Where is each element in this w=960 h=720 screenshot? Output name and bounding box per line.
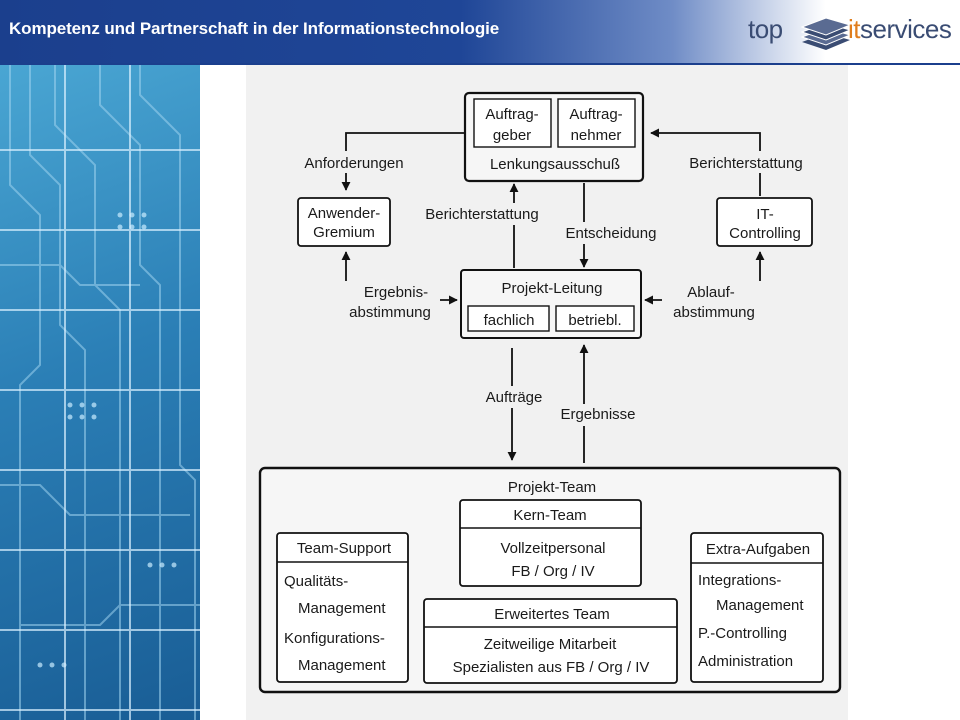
logo-text-top: top [748,14,783,44]
team-support-item3: Konfigurations- [284,630,385,647]
extra-tasks-box: Extra-Aufgaben Integrations- Management … [690,532,824,683]
extra-tasks-item2: Management [716,597,804,614]
label-orders: Aufträge [486,389,543,406]
core-team-line1: Vollzeitpersonal [500,540,605,557]
extended-team-box: Erweitertes Team Zeitweilige Mitarbeit S… [423,598,678,684]
user-board-line2: Gremium [313,224,375,241]
core-team-title: Kern-Team [513,507,586,524]
user-board-box: Anwender- Gremium [297,197,391,247]
extended-team-title: Erweitertes Team [494,606,610,623]
contractor-label-line2: nehmer [571,127,622,144]
steering-committee-box: Auftrag- geber Auftrag- nehmer Lenkungsa… [463,91,645,183]
header-bar: Kompetenz und Partnerschaft in der Infor… [0,0,960,63]
arrow-reporting-right [650,128,761,196]
team-support-item1: Qualitäts- [284,573,348,590]
label-results: Ergebnisse [560,406,635,423]
team-support-box: Team-Support Qualitäts- Management Konfi… [276,532,409,683]
company-logo: top itservices [744,8,954,54]
extra-tasks-item1: Integrations- [698,572,781,589]
label-process-alignment-line1: Ablauf- [687,284,735,301]
label-process-alignment-line2: abstimmung [673,304,755,321]
project-lead-title: Projekt-Leitung [502,280,603,297]
organization-diagram: Auftrag- geber Auftrag- nehmer Lenkungsa… [246,65,848,720]
extended-team-line2: Spezialisten aus FB / Org / IV [453,659,650,676]
circuit-board-image [0,65,200,720]
header-divider [0,63,960,65]
project-lead-sub-technical: fachlich [484,312,535,329]
label-reporting-left: Berichterstattung [425,206,538,223]
header-title: Kompetenz und Partnerschaft in der Infor… [9,19,500,38]
extra-tasks-item3: P.-Controlling [698,625,787,642]
extra-tasks-title: Extra-Aufgaben [706,541,810,558]
logo-text-itservices: itservices [848,14,952,44]
client-label-line1: Auftrag- [485,106,538,123]
label-result-alignment-line2: abstimmung [349,304,431,321]
contractor-label-line1: Auftrag- [569,106,622,123]
core-team-box: Kern-Team Vollzeitpersonal FB / Org / IV [459,499,642,587]
core-team-line2: FB / Org / IV [511,563,594,580]
team-support-title: Team-Support [297,540,392,557]
it-controlling-line1: IT- [756,206,774,223]
team-support-item4: Management [298,657,386,674]
extra-tasks-item4: Administration [698,653,793,670]
steering-committee-title: Lenkungsausschuß [490,156,620,173]
extended-team-line1: Zeitweilige Mitarbeit [484,636,617,653]
label-decision: Entscheidung [566,225,657,242]
it-controlling-box: IT- Controlling [716,197,813,247]
team-support-item2: Management [298,600,386,617]
client-label-line2: geber [493,127,531,144]
project-lead-sub-operational: betriebl. [568,312,621,329]
it-controlling-line2: Controlling [729,225,801,242]
user-board-line1: Anwender- [308,205,381,222]
project-team-title: Projekt-Team [508,479,596,496]
label-result-alignment-line1: Ergebnis- [364,284,428,301]
label-reporting-right: Berichterstattung [689,155,802,172]
label-requirements: Anforderungen [304,155,403,172]
project-lead-box: Projekt-Leitung fachlich betriebl. [460,269,642,339]
logo-stack-icon [800,17,852,50]
